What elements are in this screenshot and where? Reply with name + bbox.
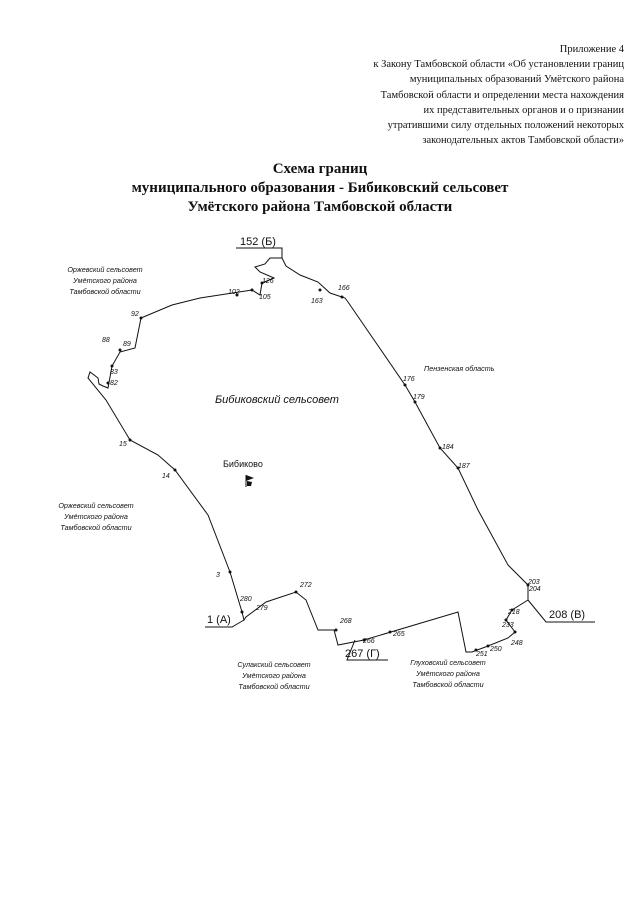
- boundary-points: [106, 281, 530, 652]
- point-label: 163: [311, 298, 323, 305]
- point-label: 204: [528, 586, 541, 593]
- flag-icon: [245, 475, 254, 487]
- corner-label-208: 208 (В): [549, 609, 585, 621]
- point-label: 82: [110, 380, 118, 387]
- point-label: 102: [228, 289, 240, 296]
- svg-text:Умётского района: Умётского района: [241, 671, 306, 680]
- neighbor-sulaksky: Сулакский сельсовет Умётского района Там…: [237, 660, 310, 691]
- point-label: 184: [442, 444, 454, 451]
- point-label: 187: [458, 463, 471, 470]
- appendix-line: Приложение 4: [559, 44, 624, 55]
- point-label: 89: [123, 341, 131, 348]
- neighbor-glukhovsky: Глуховский сельсовет Умётского района Та…: [410, 658, 486, 689]
- title-line: муниципального образования - Бибиковский…: [131, 180, 509, 196]
- leader-208: [527, 599, 595, 623]
- svg-text:Тамбовской области: Тамбовской области: [238, 682, 309, 691]
- corner-label-152: 152 (Б): [240, 236, 276, 248]
- appendix-line: муниципальных образований Умётского райо…: [409, 74, 624, 86]
- point-label: 88: [102, 337, 110, 344]
- svg-text:Пензенская область: Пензенская область: [424, 364, 495, 373]
- leader-1: [205, 619, 245, 628]
- point-label: 265: [392, 631, 405, 638]
- point-label: 166: [338, 285, 350, 292]
- point-label: 83: [110, 369, 118, 376]
- svg-text:Тамбовской области: Тамбовской области: [60, 523, 131, 532]
- point-label: 179: [413, 394, 425, 401]
- point-label: 272: [299, 582, 312, 589]
- point-label: 248: [510, 640, 523, 647]
- point-label: 203: [527, 579, 540, 586]
- svg-text:Умётского района: Умётского района: [63, 512, 128, 521]
- point-label: 279: [255, 605, 268, 612]
- point-label: 266: [362, 638, 375, 645]
- appendix-line: законодательных актов Тамбовской области…: [422, 135, 624, 147]
- territory-label: Бибиковский сельсовет: [215, 394, 339, 406]
- appendix-line: Тамбовской области и определении места н…: [380, 89, 624, 101]
- point-label: 250: [489, 646, 502, 653]
- appendix-line: их представительных органов и о признани…: [423, 104, 624, 116]
- svg-text:Оржевский сельсовет: Оржевский сельсовет: [67, 265, 142, 274]
- neighbor-penza: Пензенская область: [424, 364, 495, 373]
- point-label: 3: [216, 572, 220, 579]
- point-label: 126: [262, 278, 274, 285]
- point-label: 14: [162, 473, 170, 480]
- title-line: Схема границ: [272, 161, 368, 177]
- appendix-line: к Закону Тамбовской области «Об установл…: [373, 59, 624, 71]
- leader-152: [236, 247, 283, 258]
- point-label: 176: [403, 376, 415, 383]
- corner-label-267: 267 (Г): [345, 648, 380, 660]
- svg-text:Умётского района: Умётского района: [415, 669, 480, 678]
- neighbor-orzhevsky-north: Оржевский сельсовет Умётского района Там…: [67, 265, 142, 296]
- point-label: 251: [475, 651, 488, 658]
- svg-text:Тамбовской области: Тамбовской области: [412, 680, 483, 689]
- boundary-line: [87, 257, 529, 653]
- neighbor-orzhevsky-west: Оржевский сельсовет Умётского района Там…: [58, 501, 133, 532]
- appendix-header: Приложение 4 к Закону Тамбовской области…: [264, 42, 624, 148]
- corner-label-1: 1 (А): [207, 614, 231, 626]
- village-label: Бибиково: [223, 459, 263, 469]
- point-label: 280: [239, 596, 252, 603]
- point-label: 268: [339, 618, 352, 625]
- point-label: 92: [131, 311, 139, 318]
- point-label: 233: [501, 622, 514, 629]
- svg-text:Тамбовской области: Тамбовской области: [69, 287, 140, 296]
- leader-267: [346, 639, 388, 661]
- title-line: Умётского района Тамбовской области: [187, 199, 453, 215]
- svg-text:Сулакский сельсовет: Сулакский сельсовет: [237, 660, 310, 669]
- svg-text:Глуховский сельсовет: Глуховский сельсовет: [410, 658, 486, 667]
- appendix-line: утратившими силу отдельных положений нек…: [387, 120, 624, 132]
- svg-text:Умётского района: Умётского района: [72, 276, 137, 285]
- point-label: 218: [507, 609, 520, 616]
- point-label: 105: [259, 294, 271, 301]
- page-title: Схема границ муниципального образования …: [0, 160, 640, 217]
- svg-text:Оржевский сельсовет: Оржевский сельсовет: [58, 501, 133, 510]
- point-label: 15: [119, 441, 127, 448]
